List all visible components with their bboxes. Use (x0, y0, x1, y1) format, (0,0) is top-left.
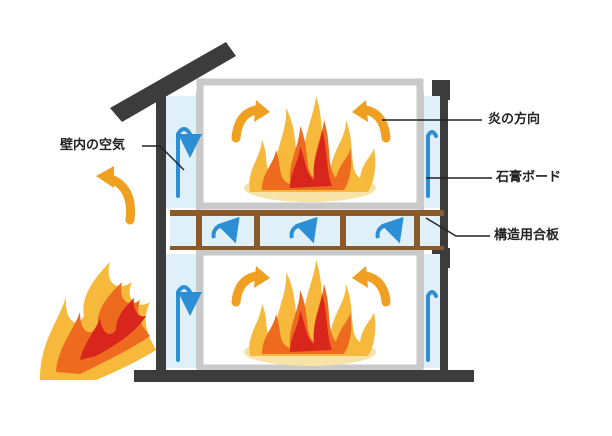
roof (110, 42, 236, 122)
outside-fire-icon (40, 262, 156, 380)
right-column-top (432, 80, 450, 100)
flame-direction-label: 炎の方向 (488, 112, 541, 127)
joist (340, 214, 346, 248)
circulation-icon (211, 216, 404, 244)
wall-air-label: 壁内の空気 (60, 138, 126, 153)
right-wall-outer (440, 100, 448, 370)
lower-fire-icon (244, 260, 376, 366)
leader-lines (142, 119, 492, 237)
left-wall-gap-lower (166, 254, 198, 368)
plywood-bottom (170, 246, 444, 250)
floor-cavity (170, 214, 440, 248)
ground-base (134, 370, 474, 382)
flame-arrow-heads (96, 100, 368, 288)
left-wall-outer (156, 92, 166, 370)
joist (196, 214, 202, 248)
joist (414, 214, 420, 248)
structural-plywood-label: 構造用合板 (494, 228, 560, 243)
gypsum-board-label: 石膏ボード (496, 170, 562, 185)
left-wall-gap-upper (166, 96, 198, 208)
joist (254, 214, 260, 248)
air-flow-arrows (176, 127, 438, 362)
plywood-top (170, 210, 444, 216)
upper-fire-icon (244, 96, 376, 202)
